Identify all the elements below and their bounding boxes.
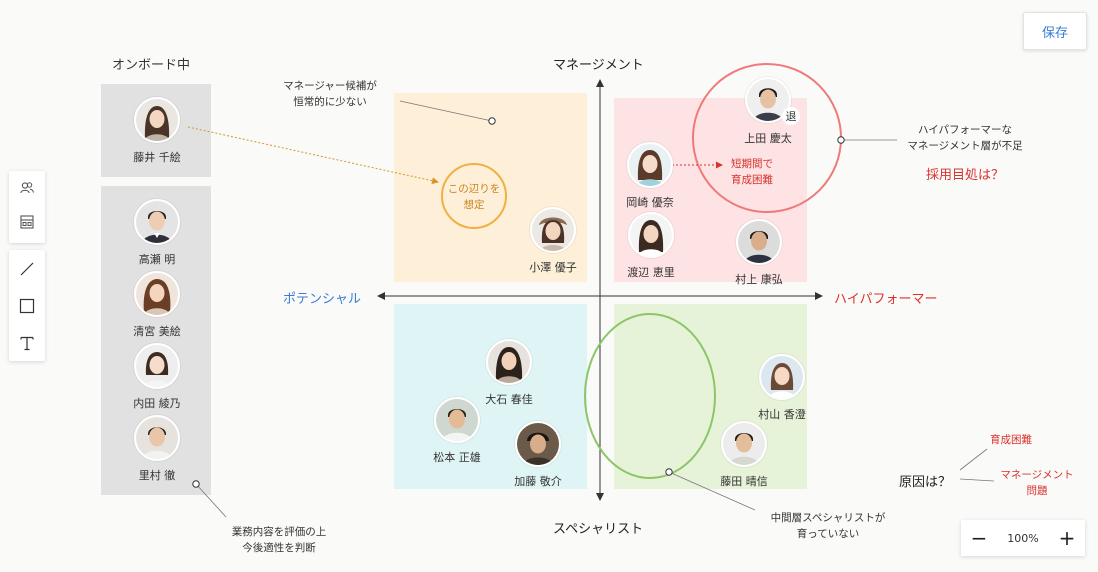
zoom-control: − 100% + xyxy=(961,520,1085,556)
fujii-to-assume-arrow xyxy=(187,126,439,185)
note-mid-specialist: 中間層スペシャリストが 育っていない xyxy=(770,512,886,540)
avatar-fujii[interactable] xyxy=(134,97,180,143)
name-murakami: 村上 康弘 xyxy=(735,273,783,286)
portrait-male-icon xyxy=(136,201,178,243)
axis-label-highperformer: ハイパフォーマー xyxy=(834,292,938,307)
note-evaluate-work: 業務内容を評価の上 今後適性を判断 xyxy=(231,526,327,554)
note-cause: 原因は？ xyxy=(899,475,952,490)
note-cause-training: 育成困難 xyxy=(990,434,1032,446)
name-fujii: 藤井 千絵 xyxy=(133,151,181,164)
portrait-male-icon xyxy=(136,417,178,459)
avatar-fujita[interactable] xyxy=(721,421,767,467)
axis-label-specialist: スペシャリスト xyxy=(553,522,644,537)
text-icon xyxy=(20,336,34,350)
portrait-male-icon xyxy=(436,399,478,441)
avatar-ozawa[interactable] xyxy=(530,207,576,253)
name-watanabe: 渡辺 恵里 xyxy=(627,266,675,279)
portrait-female-icon xyxy=(488,341,530,383)
portrait-female-icon xyxy=(761,356,803,398)
portrait-female-icon xyxy=(136,99,178,141)
note-highperformer-shortage: ハイパフォーマーな マネージメント層が不足 xyxy=(907,124,1023,152)
note-short-term-difficult: 短期間で 育成困難 xyxy=(731,158,773,186)
line-tool-button[interactable] xyxy=(9,250,45,287)
zoom-in-button[interactable]: + xyxy=(1058,526,1076,550)
onboarding-title: オンボード中 xyxy=(112,58,191,73)
axis-label-management: マネージメント xyxy=(553,58,644,73)
avatar-ooishi[interactable] xyxy=(486,339,532,385)
layout-icon xyxy=(20,215,34,229)
name-ozawa: 小澤 優子 xyxy=(529,261,577,274)
orange-focus-circle xyxy=(441,163,507,229)
name-ooishi: 大石 春佳 xyxy=(485,393,533,406)
layout-tool-button[interactable] xyxy=(9,205,45,239)
name-matsumoto: 松本 正雄 xyxy=(433,451,481,464)
note-manager-candidates: マネージャー候補が 恒常的に少ない xyxy=(283,80,377,108)
portrait-female-icon xyxy=(630,214,672,256)
avatar-matsumoto[interactable] xyxy=(434,397,480,443)
tool-palette-top xyxy=(9,171,45,243)
portrait-male-icon xyxy=(517,423,559,465)
name-okazaki: 岡崎 優奈 xyxy=(626,196,674,209)
zoom-out-button[interactable]: − xyxy=(970,526,988,550)
avatar-kato[interactable] xyxy=(515,421,561,467)
name-takase: 高瀬 明 xyxy=(138,253,176,266)
avatar-satomura[interactable] xyxy=(134,415,180,461)
text-tool-button[interactable] xyxy=(9,324,45,361)
retire-badge: 退 xyxy=(782,107,800,125)
portrait-female-icon xyxy=(532,209,574,251)
avatar-kiyomiya[interactable] xyxy=(134,271,180,317)
people-icon xyxy=(20,182,34,194)
portrait-female-icon xyxy=(136,273,178,315)
axis-label-potential: ポテンシャル xyxy=(283,292,362,307)
avatar-murakami[interactable] xyxy=(736,219,782,265)
avatar-watanabe[interactable] xyxy=(628,212,674,258)
name-murayama: 村山 香澄 xyxy=(758,408,806,421)
name-satomura: 里村 徹 xyxy=(138,469,176,482)
rectangle-tool-button[interactable] xyxy=(9,287,45,324)
name-kato: 加藤 敬介 xyxy=(514,475,562,488)
tool-palette-draw xyxy=(9,250,45,361)
rectangle-icon xyxy=(19,298,35,313)
portrait-male-icon xyxy=(738,221,780,263)
name-kiyomiya: 清宮 美絵 xyxy=(133,325,181,338)
portrait-female-icon xyxy=(136,345,178,387)
note-hiring-outlook: 採用目処は？ xyxy=(926,168,1005,183)
zoom-level: 100% xyxy=(1007,531,1039,545)
avatar-okazaki[interactable] xyxy=(627,142,673,188)
avatar-uchida[interactable] xyxy=(134,343,180,389)
green-focus-ellipse xyxy=(584,313,716,479)
avatar-murayama[interactable] xyxy=(759,354,805,400)
portrait-male-icon xyxy=(723,423,765,465)
people-tool-button[interactable] xyxy=(9,171,45,205)
note-cause-management: マネージメント 問題 xyxy=(1000,469,1074,497)
name-fujita: 藤田 晴信 xyxy=(720,475,768,488)
name-uchida: 内田 綾乃 xyxy=(133,397,181,410)
avatar-takase[interactable] xyxy=(134,199,180,245)
name-ueda: 上田 慶太 xyxy=(744,132,792,145)
line-icon xyxy=(20,262,34,275)
portrait-female-icon xyxy=(629,144,671,186)
note-assume-area: この辺りを 想定 xyxy=(447,183,501,211)
save-button[interactable]: 保存 xyxy=(1023,12,1087,50)
